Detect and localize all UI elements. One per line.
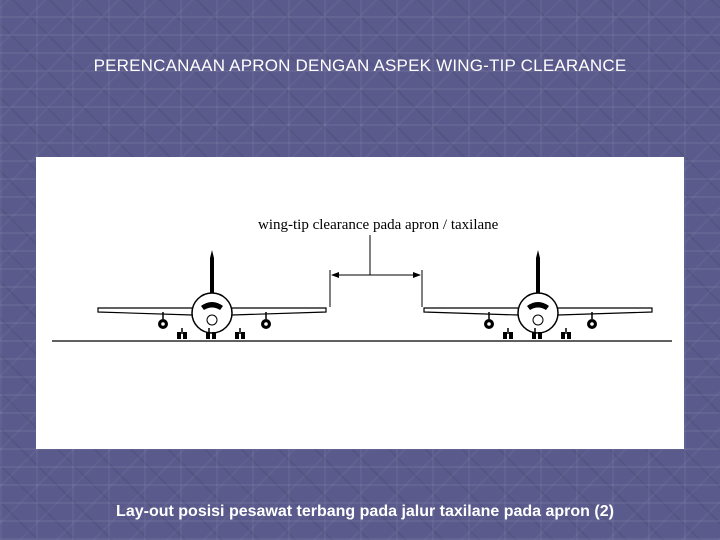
clearance-label: wing-tip clearance pada apron / taxilane bbox=[258, 217, 499, 233]
wingtip-clearance-diagram: wing-tip clearance pada apron / taxilane bbox=[36, 157, 684, 449]
left-arrowhead bbox=[331, 272, 339, 278]
slide-title: PERENCANAAN APRON DENGAN ASPEK WING-TIP … bbox=[93, 56, 627, 75]
right-arrowhead bbox=[413, 272, 421, 278]
left-aircraft bbox=[97, 249, 327, 340]
slide-caption: Lay-out posisi pesawat terbang pada jalu… bbox=[116, 503, 614, 520]
diagram-canvas: wing-tip clearance pada apron / taxilane bbox=[52, 217, 672, 342]
right-aircraft bbox=[423, 249, 653, 340]
